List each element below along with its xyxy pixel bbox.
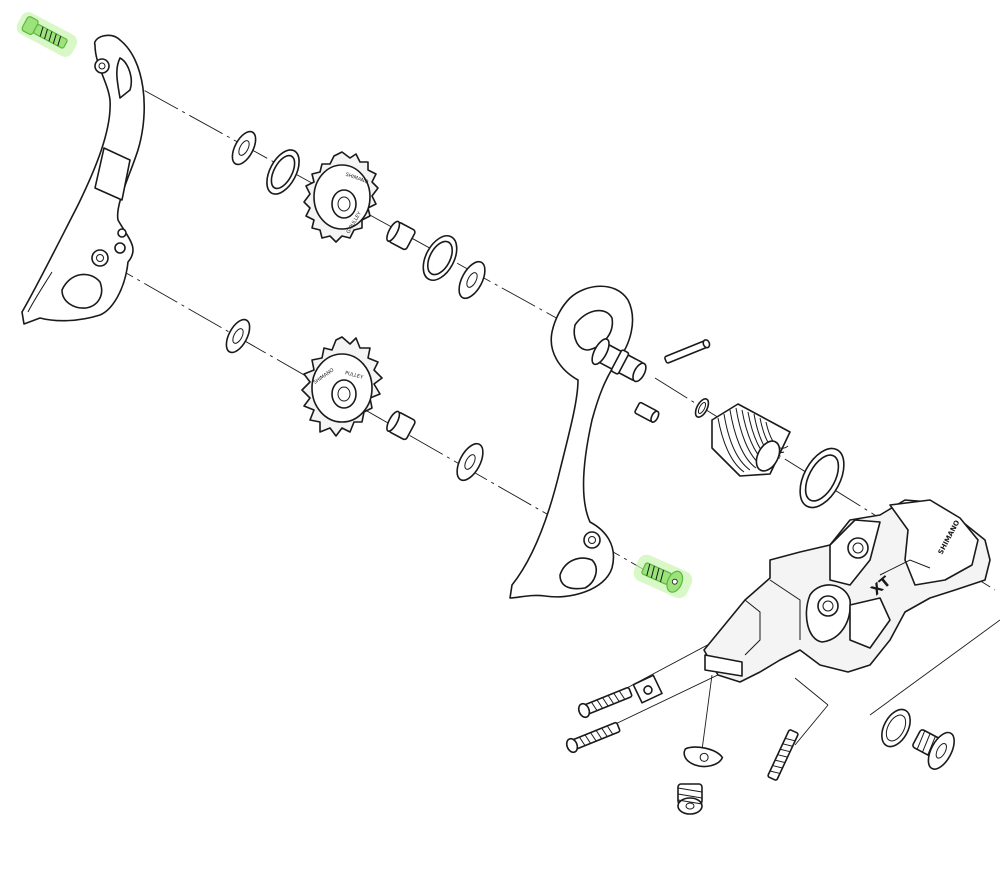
mounting-bolt-washer bbox=[881, 708, 911, 748]
mounting-bolt bbox=[912, 729, 955, 770]
upper-tension-pulley: SHIMANO G-PULLEY bbox=[303, 151, 379, 243]
pivot-bolt-highlighted-right[interactable] bbox=[631, 552, 695, 601]
cable-fixing-bolt bbox=[677, 783, 703, 815]
pivot-bolt-highlighted-left[interactable] bbox=[14, 9, 80, 59]
lower-outer-washer bbox=[456, 442, 484, 482]
inner-cage-plate bbox=[21, 34, 146, 325]
cage-pivot-axle bbox=[591, 338, 647, 383]
lower-guide-pulley: SHIMANO PULLEY bbox=[301, 336, 383, 437]
cable-fixing-plate bbox=[632, 674, 663, 704]
outer-cage-plate bbox=[509, 285, 634, 599]
derailleur-body: SHIMANO XT bbox=[703, 499, 991, 683]
upper-seal-cap bbox=[266, 149, 300, 195]
stopper-bolt bbox=[634, 401, 660, 423]
upper-washer bbox=[231, 130, 257, 166]
stop-pin bbox=[664, 339, 711, 364]
lower-washer bbox=[225, 318, 251, 354]
adjust-bolt-upper bbox=[577, 686, 633, 719]
adjust-bolt-lower bbox=[565, 721, 621, 754]
lower-pulley-ring-text: PULLEY bbox=[344, 370, 364, 381]
upper-bushing bbox=[386, 220, 416, 251]
b-tension-bolt bbox=[767, 729, 799, 781]
cable-plate-washer bbox=[683, 746, 724, 768]
pivot-snap-ring bbox=[694, 398, 710, 418]
tension-spring bbox=[711, 403, 791, 477]
upper-outer-washer bbox=[458, 260, 486, 300]
upper-outer-seal bbox=[422, 235, 458, 281]
spring-bushing-ring bbox=[799, 447, 845, 509]
lower-bushing bbox=[386, 410, 416, 441]
